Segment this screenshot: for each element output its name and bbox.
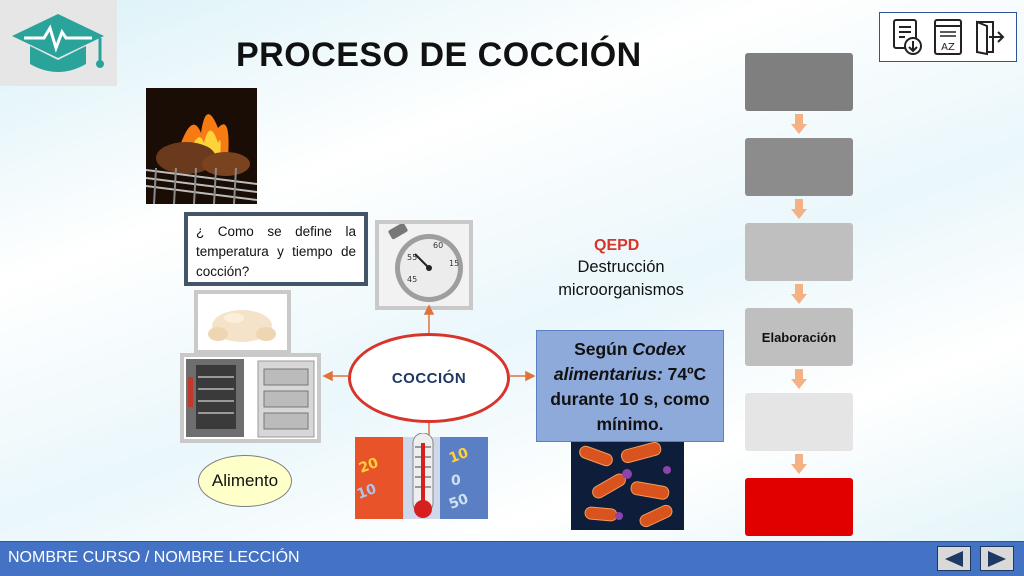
flow-step[interactable] (745, 53, 853, 111)
codex-text: Según (574, 339, 633, 359)
codex-text: Codex (632, 339, 686, 359)
flow-arrow-icon (791, 199, 807, 219)
question-box: ¿ Como se define la temperatura y tiempo… (184, 212, 368, 286)
svg-text:50: 50 (447, 491, 471, 513)
triangle-left-icon (945, 550, 963, 567)
flow-step[interactable] (745, 223, 853, 281)
glossary-az-icon[interactable]: AZ (931, 18, 965, 56)
svg-text:20: 20 (357, 455, 381, 477)
qepd-label: QEPD (594, 237, 640, 254)
food-label: Alimento (198, 455, 292, 507)
svg-text:10: 10 (355, 481, 379, 503)
svg-text:55: 55 (407, 253, 417, 262)
flow-arrow-icon (791, 284, 807, 304)
svg-text:15: 15 (449, 259, 459, 268)
logo (0, 0, 117, 86)
flow-step[interactable] (745, 393, 853, 451)
grill-image (145, 88, 258, 205)
course-lesson-label: NOMBRE CURSO / NOMBRE LECCIÓN (8, 549, 300, 566)
flow-arrow-icon (791, 369, 807, 389)
coccion-node: COCCIÓN (348, 333, 510, 423)
stopwatch-image: 60 15 55 45 (375, 220, 473, 310)
thermometer-image: 20 10 10 0 50 (355, 432, 488, 523)
ovens-image (180, 353, 321, 443)
svg-text:60: 60 (433, 241, 443, 250)
codex-text: mínimo. (596, 414, 664, 434)
flow-step[interactable] (745, 138, 853, 196)
exit-door-icon[interactable] (972, 18, 1006, 56)
bacteria-image (571, 440, 684, 530)
codex-text: 74ºC (662, 364, 707, 384)
svg-text:AZ: AZ (941, 42, 955, 53)
graduation-cap-icon (12, 14, 104, 72)
flow-step[interactable] (745, 478, 853, 536)
page-title: PROCESO DE COCCIÓN (236, 36, 642, 74)
codex-text: durante 10 s, como (550, 389, 710, 409)
svg-text:10: 10 (447, 445, 471, 467)
svg-text:0: 0 (451, 473, 461, 489)
document-download-icon[interactable] (890, 18, 924, 56)
next-button[interactable] (980, 546, 1014, 571)
codex-text: alimentarius: (553, 364, 663, 384)
flow-arrow-icon (791, 114, 807, 134)
svg-text:45: 45 (407, 275, 417, 284)
connector-arrows (322, 304, 536, 435)
flow-arrow-icon (791, 454, 807, 474)
toolbar: AZ (879, 12, 1017, 62)
destruction-text: Destrucción microorganismos (558, 258, 684, 299)
triangle-right-icon (988, 550, 1006, 567)
prev-button[interactable] (937, 546, 971, 571)
raw-chicken-image (194, 290, 291, 354)
flow-step-elaboracion[interactable]: Elaboración (745, 308, 853, 366)
codex-box: Según Codex alimentarius: 74ºC durante 1… (536, 330, 724, 442)
footer-bar (0, 541, 1024, 576)
